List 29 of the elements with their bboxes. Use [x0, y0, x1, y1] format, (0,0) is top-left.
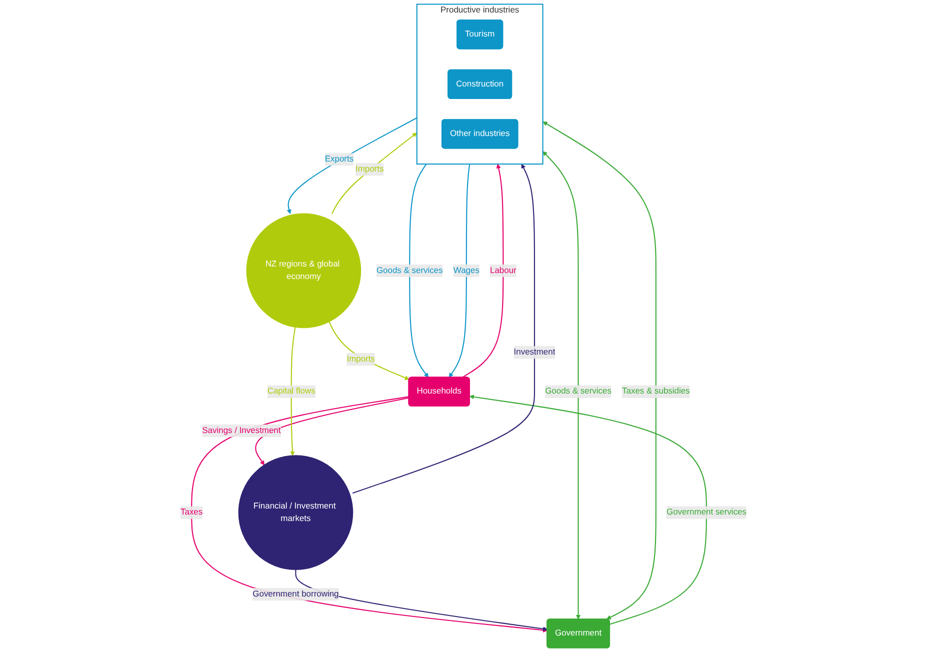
edge-label: Goods & services — [376, 266, 443, 275]
edge-label: Investment — [514, 348, 556, 357]
arrow — [290, 326, 296, 456]
edge-label: Government services — [666, 508, 746, 517]
edge-label: Labour — [490, 266, 516, 275]
edge-label: Imports — [355, 164, 384, 174]
arrow — [295, 569, 548, 632]
arrow — [255, 397, 410, 466]
edge-label: Government borrowing — [252, 590, 339, 599]
arrow — [542, 151, 581, 620]
edge-label: Taxes — [180, 508, 203, 517]
arrow — [352, 164, 536, 494]
arrow — [469, 394, 708, 625]
edge-label: Exports — [324, 154, 354, 164]
arrow — [462, 164, 504, 378]
arrow — [542, 122, 656, 620]
edge-label: Goods & services — [545, 386, 612, 396]
edge-label: Capital flows — [267, 386, 316, 396]
edge-label: Savings / Investment — [202, 426, 281, 436]
node-circle: Financial / Investment markets — [238, 455, 354, 570]
edge-label: Imports — [346, 354, 375, 364]
arrow — [331, 132, 418, 214]
arrow — [448, 164, 470, 378]
edge-label: Wages — [453, 266, 480, 275]
arrow — [409, 164, 429, 378]
arrow — [328, 321, 410, 380]
arrow — [286, 117, 418, 214]
edge-label: Taxes & subsidies — [622, 386, 690, 396]
node-circle: NZ regions & global economy — [246, 213, 362, 328]
